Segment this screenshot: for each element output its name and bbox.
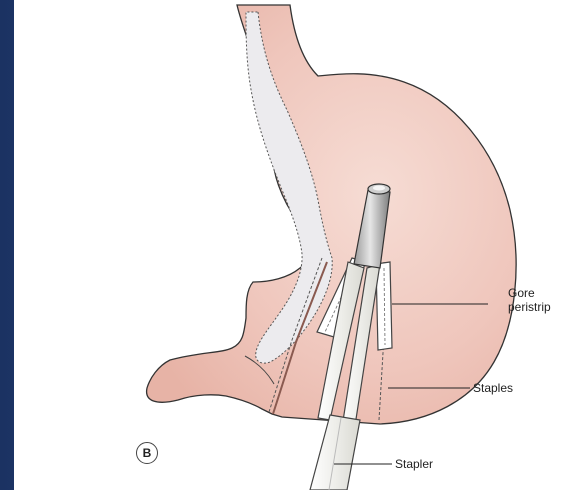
label-gore: Gore [508, 286, 535, 300]
label-staples: Staples [473, 381, 513, 395]
label-peristrip: peristrip [508, 300, 551, 314]
panel-letter-badge: B [136, 442, 158, 464]
label-stapler: Stapler [395, 457, 433, 471]
